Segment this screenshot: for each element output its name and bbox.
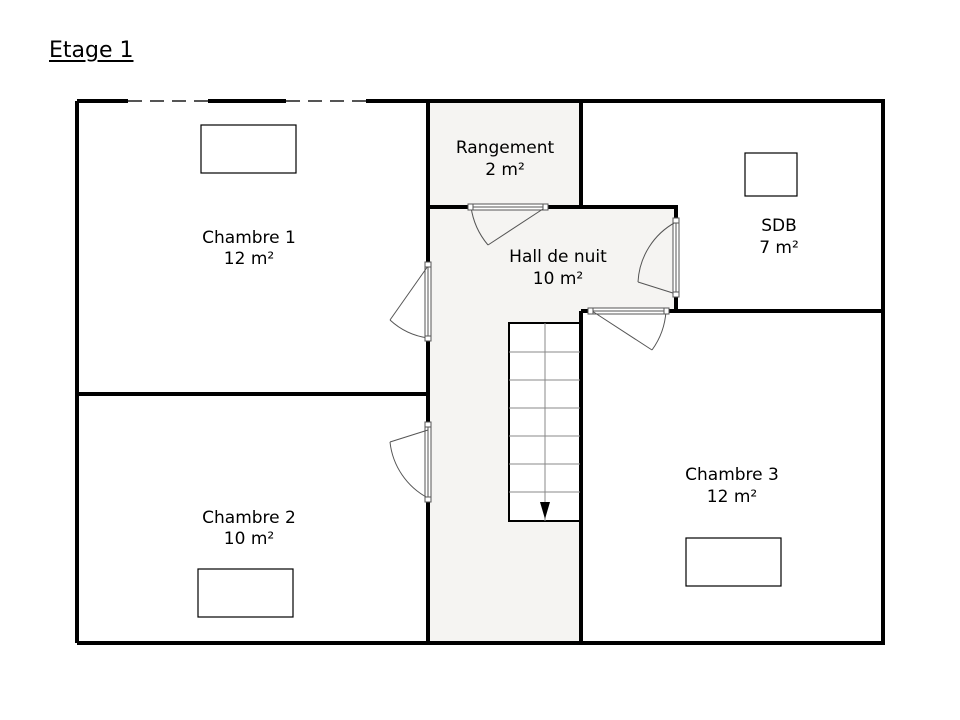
stair-arrow-icon xyxy=(540,502,550,519)
door-chambre-2[interactable] xyxy=(389,421,432,503)
room-area-chambre-3: 12 m² xyxy=(707,487,757,507)
room-name-chambre-3: Chambre 3 xyxy=(685,465,779,485)
door-chambre-3[interactable] xyxy=(587,307,670,351)
fixture-sdb xyxy=(744,152,798,197)
room-area-chambre-1: 12 m² xyxy=(224,249,274,269)
room-name-sdb: SDB xyxy=(761,216,797,236)
room-labels: Chambre 1 12 m² Rangement 2 m² SDB 7 m² … xyxy=(202,138,799,549)
bed-chambre-3 xyxy=(685,537,782,587)
room-area-sdb: 7 m² xyxy=(759,238,799,258)
bed-chambre-2 xyxy=(197,568,294,618)
bed-chambre-1 xyxy=(200,124,297,174)
door-sdb[interactable] xyxy=(637,217,680,298)
door-chambre-1[interactable] xyxy=(389,261,432,342)
room-name-chambre-2: Chambre 2 xyxy=(202,508,296,528)
room-area-rangement: 2 m² xyxy=(485,160,525,180)
room-area-hall: 10 m² xyxy=(533,269,583,289)
door-rangement[interactable] xyxy=(467,203,549,246)
room-name-rangement: Rangement xyxy=(456,138,555,158)
room-area-chambre-2: 10 m² xyxy=(224,529,274,549)
staircase xyxy=(508,322,581,522)
furniture xyxy=(197,124,798,618)
room-name-chambre-1: Chambre 1 xyxy=(202,228,296,248)
floor-title: Etage 1 xyxy=(49,38,134,63)
room-name-hall: Hall de nuit xyxy=(509,247,607,267)
